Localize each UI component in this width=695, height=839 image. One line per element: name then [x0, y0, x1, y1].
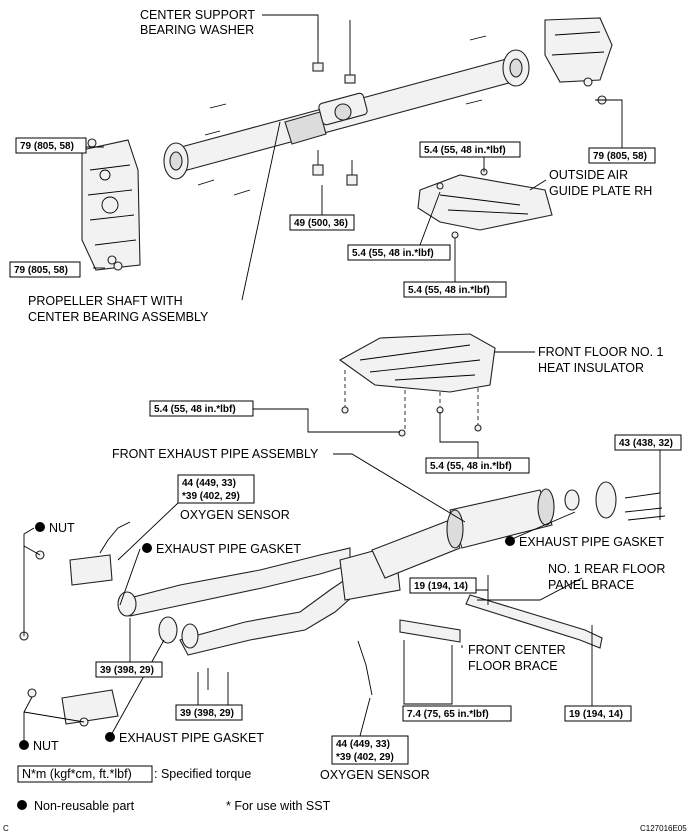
torque-79-upper-left: 79 (805, 58) — [20, 141, 74, 152]
label-rear-brace-1: NO. 1 REAR FLOOR — [548, 562, 665, 576]
non-reusable-marker-gasket-right — [505, 536, 515, 546]
torque-5-4-insulator-right: 5.4 (55, 48 in.*lbf) — [430, 461, 512, 472]
footer-figure-code: C127016E05 — [640, 824, 687, 833]
label-center-support-1: CENTER SUPPORT — [140, 8, 255, 22]
label-nut-upper: NUT — [49, 521, 75, 535]
label-center-support-2: BEARING WASHER — [140, 23, 254, 37]
torque-44-upper: 44 (449, 33) — [182, 478, 236, 489]
torque-7-4: 7.4 (75, 65 in.*lbf) — [407, 709, 489, 720]
legend-torque-text: : Specified torque — [154, 767, 251, 781]
non-reusable-marker-nut-upper — [35, 522, 45, 532]
torque-5-4-insulator-left: 5.4 (55, 48 in.*lbf) — [154, 404, 236, 415]
part-labels: CENTER SUPPORT BEARING WASHER PROPELLER … — [19, 8, 665, 782]
exhaust-pipe-drawing — [19, 481, 666, 727]
heat-insulator-drawing — [338, 333, 496, 437]
label-propeller-shaft-1: PROPELLER SHAFT WITH — [28, 294, 183, 308]
torque-79-lower-left: 79 (805, 58) — [14, 265, 68, 276]
torque-5-4-guide-mid: 5.4 (55, 48 in.*lbf) — [352, 248, 434, 259]
label-nut-lower: NUT — [33, 739, 59, 753]
non-reusable-marker-gasket-mid — [142, 543, 152, 553]
label-oxygen-sensor-lower: OXYGEN SENSOR — [320, 768, 430, 782]
torque-49: 49 (500, 36) — [294, 218, 348, 229]
torque-19-bottom: 19 (194, 14) — [569, 709, 623, 720]
torque-39-sst-lower: *39 (402, 29) — [336, 752, 394, 763]
footer-corner-letter: C — [3, 824, 9, 833]
label-exhaust-gasket-lower: EXHAUST PIPE GASKET — [119, 731, 264, 745]
non-reusable-marker-nut-lower — [19, 740, 29, 750]
legend-sst-note: * For use with SST — [226, 799, 331, 813]
label-outside-air-guide-2: GUIDE PLATE RH — [549, 184, 652, 198]
label-center-brace-2: FLOOR BRACE — [468, 659, 558, 673]
label-propeller-shaft-2: CENTER BEARING ASSEMBLY — [28, 310, 209, 324]
torque-43: 43 (438, 32) — [619, 438, 673, 449]
torque-79-right: 79 (805, 58) — [593, 151, 647, 162]
torque-19-top: 19 (194, 14) — [414, 581, 468, 592]
label-front-exhaust-pipe: FRONT EXHAUST PIPE ASSEMBLY — [112, 447, 319, 461]
leader-lines-top — [86, 14, 623, 301]
legend: N*m (kgf*cm, ft.*lbf) : Specified torque… — [17, 765, 331, 813]
torque-39-left: 39 (398, 29) — [100, 665, 154, 676]
torque-5-4-guide-top: 5.4 (55, 48 in.*lbf) — [424, 145, 506, 156]
label-oxygen-sensor-upper: OXYGEN SENSOR — [180, 508, 290, 522]
torque-5-4-guide-bottom: 5.4 (55, 48 in.*lbf) — [408, 285, 490, 296]
label-exhaust-gasket-mid: EXHAUST PIPE GASKET — [156, 542, 301, 556]
label-heat-insulator-2: HEAT INSULATOR — [538, 361, 644, 375]
torque-39-sst-upper: *39 (402, 29) — [182, 491, 240, 502]
label-heat-insulator-1: FRONT FLOOR NO. 1 — [538, 345, 664, 359]
legend-non-reusable-text: Non-reusable part — [34, 799, 135, 813]
torque-44-lower: 44 (449, 33) — [336, 739, 390, 750]
leader-lines-exhaust — [23, 453, 593, 745]
propeller-shaft-drawing — [81, 17, 613, 271]
label-center-brace-1: FRONT CENTER — [468, 643, 566, 657]
non-reusable-marker-gasket-lower — [105, 732, 115, 742]
legend-non-reusable-marker — [17, 800, 27, 810]
label-rear-brace-2: PANEL BRACE — [548, 578, 634, 592]
label-exhaust-gasket-right: EXHAUST PIPE GASKET — [519, 535, 664, 549]
torque-spec-boxes: 79 (805, 58) 79 (805, 58) 79 (805, 58) 4… — [9, 137, 682, 765]
legend-torque-units: N*m (kgf*cm, ft.*lbf) — [22, 767, 132, 781]
label-outside-air-guide-1: OUTSIDE AIR — [549, 168, 628, 182]
torque-39-mid: 39 (398, 29) — [180, 708, 234, 719]
